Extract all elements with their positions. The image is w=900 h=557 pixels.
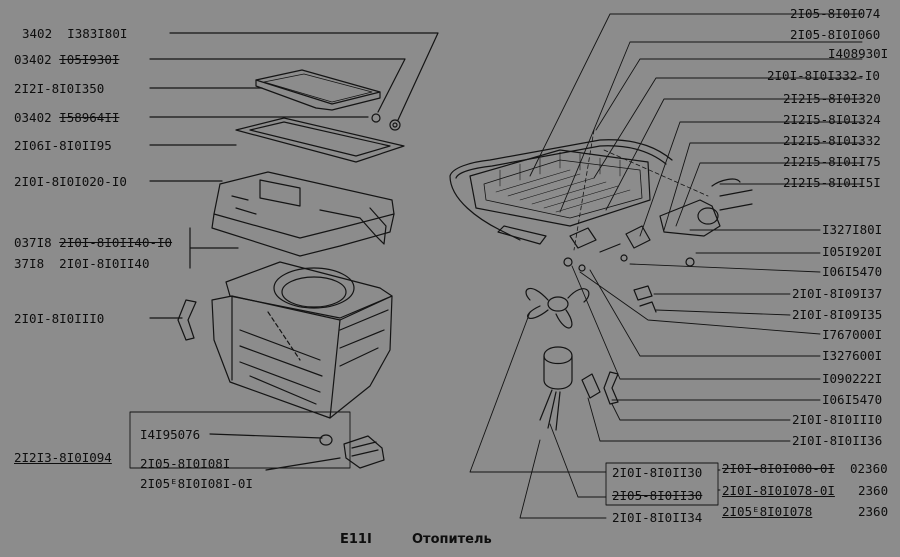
part-label: 03402 I58964II	[14, 110, 120, 125]
part-label: 2I0I-8I0I078-0I	[722, 483, 835, 498]
page-title: Отопитель	[412, 532, 492, 547]
leader-line	[189, 227, 239, 269]
part-label: 2I2I5-8I0I324	[783, 112, 881, 127]
leader-line	[129, 411, 351, 469]
part-label: 2I0I-8I0I080-0I	[722, 461, 835, 476]
part-label: 2I2I3-8I0I094	[14, 450, 112, 465]
part-label: I06I5470	[822, 392, 883, 407]
part-label: 2I05ᴱ8I0I078	[722, 504, 813, 519]
cover-shape	[255, 69, 381, 105]
part-label: 037I8 2I0I-8I0II40-I0	[14, 235, 173, 250]
part-label: 2I0I-8I0III0	[14, 311, 105, 326]
qty-label: 02360	[850, 461, 888, 476]
part-label: 2I05ᴱ8I0I08I-0I	[140, 476, 253, 491]
part-label: 3402 I383I80I	[22, 26, 128, 41]
part-label: 2I06I-8I0II95	[14, 138, 112, 153]
part-label: I4I95076	[140, 427, 201, 442]
leader-line	[265, 457, 341, 471]
part-label: 37I8 2I0I-8I0II40	[14, 256, 150, 271]
part-label: 03402 I05I930I	[14, 52, 120, 67]
part-label: I327600I	[822, 348, 883, 363]
part-label: I767000I	[822, 327, 883, 342]
part-label: 2I05-8I0I08I	[140, 456, 231, 471]
page-code: E11I	[340, 532, 372, 547]
part-label: 2I05-8I0II30	[612, 488, 703, 503]
part-label: I05I920I	[822, 244, 883, 259]
leader-line	[209, 433, 323, 439]
part-label: 2I2I5-8I0II75	[783, 154, 881, 169]
part-label: 2I0I-8I0II30	[612, 465, 703, 480]
part-label: I327I80I	[822, 222, 883, 237]
leader-line	[169, 32, 439, 121]
part-label: 2I2I5-8I0II5I	[783, 175, 881, 190]
part-label: 2I0I-8I09I37	[792, 286, 883, 301]
part-label: 2I2I-8I0I350	[14, 81, 105, 96]
part-label: 2I0I-8I0I020-I0	[14, 174, 127, 189]
part-label: 2I0I-8I0I332-I0	[767, 68, 880, 83]
qty-label: 2360	[858, 483, 889, 498]
part-label: 2I0I-8I0II34	[612, 510, 703, 525]
part-label: I408930I	[828, 46, 889, 61]
part-label: 2I2I5-8I0I332	[783, 133, 881, 148]
part-label: 2I05-8I0I074	[790, 6, 881, 21]
part-label: 2I2I5-8I0I320	[783, 91, 881, 106]
part-label: 2I0I-8I09I35	[792, 307, 883, 322]
part-label: 2I0I-8I0III0	[792, 412, 883, 427]
qty-label: 2360	[858, 504, 889, 519]
part-label: I090222I	[822, 371, 883, 386]
part-label: 2I0I-8I0II36	[792, 433, 883, 448]
part-label: 2I05-8I0I060	[790, 27, 881, 42]
part-label: I06I5470	[822, 264, 883, 279]
leader-line	[149, 58, 406, 113]
cover-shape	[255, 79, 381, 111]
